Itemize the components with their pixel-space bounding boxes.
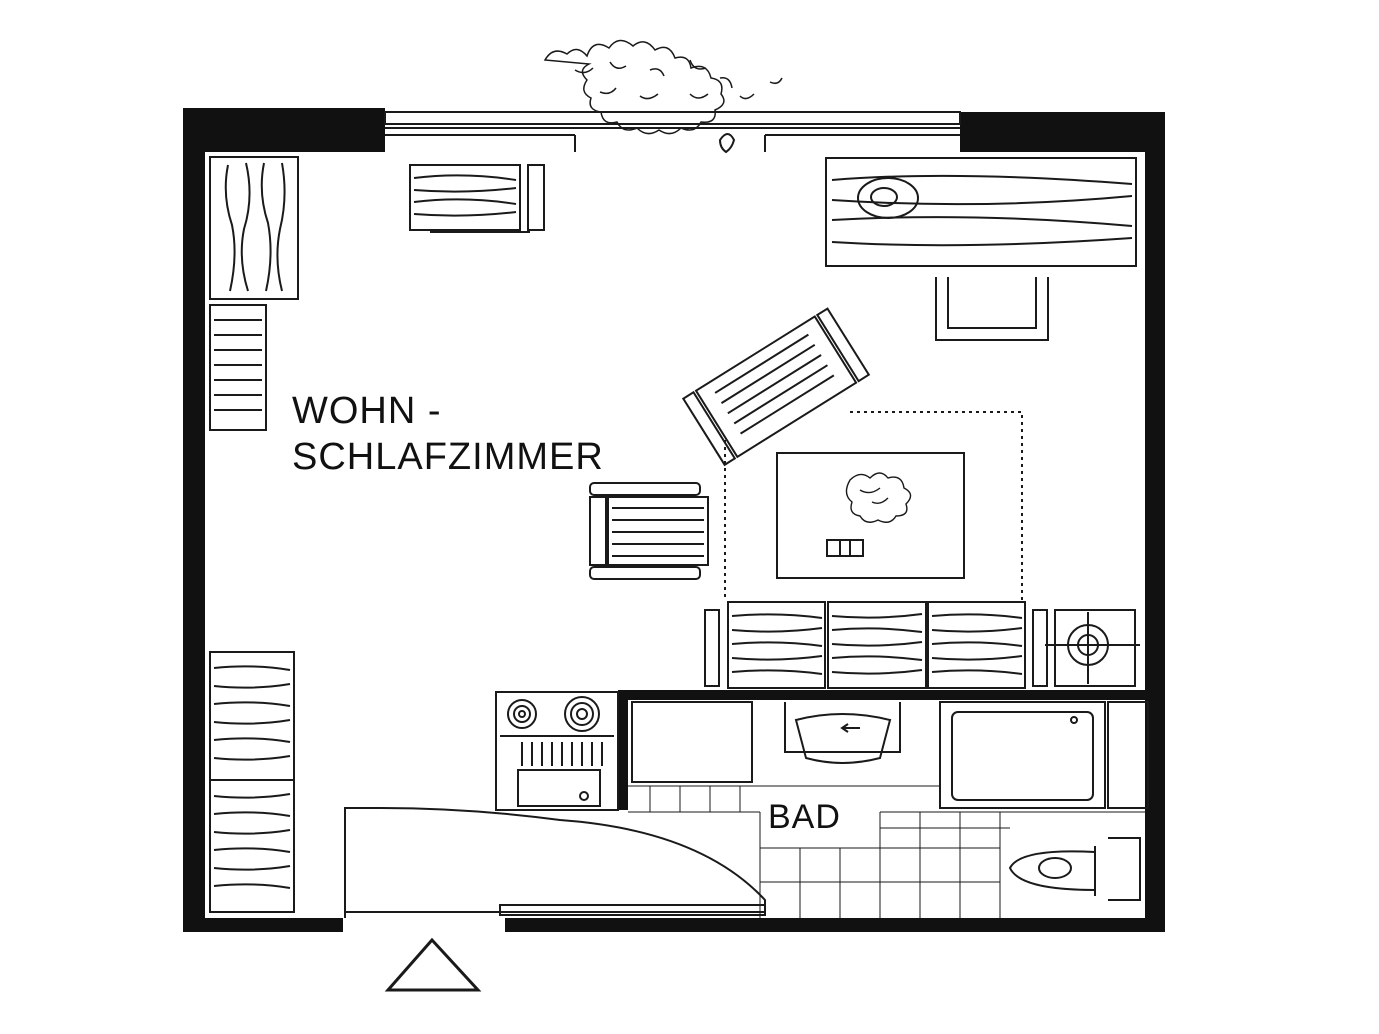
living-room-label: WOHN - SCHLAFZIMMER: [292, 388, 604, 480]
inner-wall-horizontal: [618, 690, 1150, 700]
lamp-icon: [857, 177, 919, 219]
plant-icon: [543, 39, 783, 135]
desk-chair: [935, 277, 1049, 341]
toilet-icon: [1008, 837, 1141, 901]
washbasin-icon: [784, 702, 901, 764]
coffee-table: [776, 452, 965, 579]
rug-dashed: [724, 411, 1023, 600]
chair-left: [589, 482, 709, 580]
book-icon: [826, 539, 864, 557]
window-top: [384, 111, 961, 154]
armchair-rotated: [681, 307, 871, 467]
wall-bottom-right: [505, 918, 1165, 932]
bathroom-label: BAD: [768, 798, 841, 836]
bathroom-shelf: [1107, 701, 1149, 809]
oven-door: [517, 769, 601, 807]
armchair-top: [409, 164, 545, 233]
tile-grid: [628, 785, 1145, 918]
bathroom: [628, 701, 1149, 918]
inner-wall-vertical: [618, 690, 628, 810]
shelf-left-lower: [209, 651, 295, 913]
entrance-door: [344, 807, 766, 918]
bathroom-cabinet: [631, 701, 753, 783]
outer-walls: [183, 108, 1165, 932]
kitchenette: [495, 691, 619, 811]
living-room-label-line1: WOHN -: [292, 390, 442, 432]
wall-top-left: [183, 108, 385, 930]
entrance-arrow-icon: [384, 937, 482, 992]
side-table-lamp: [1045, 609, 1140, 687]
sofa: [704, 601, 1048, 689]
stove-icon: [507, 696, 600, 732]
living-room-label-line2: SCHLAFZIMMER: [292, 436, 604, 478]
wall-bottom-left: [183, 918, 343, 932]
shower-tray: [939, 701, 1106, 809]
shelf-left-upper: [209, 304, 267, 431]
wardrobe-top-left: [209, 156, 299, 300]
desk-top-right: [825, 157, 1137, 267]
flowers-icon: [845, 472, 912, 523]
